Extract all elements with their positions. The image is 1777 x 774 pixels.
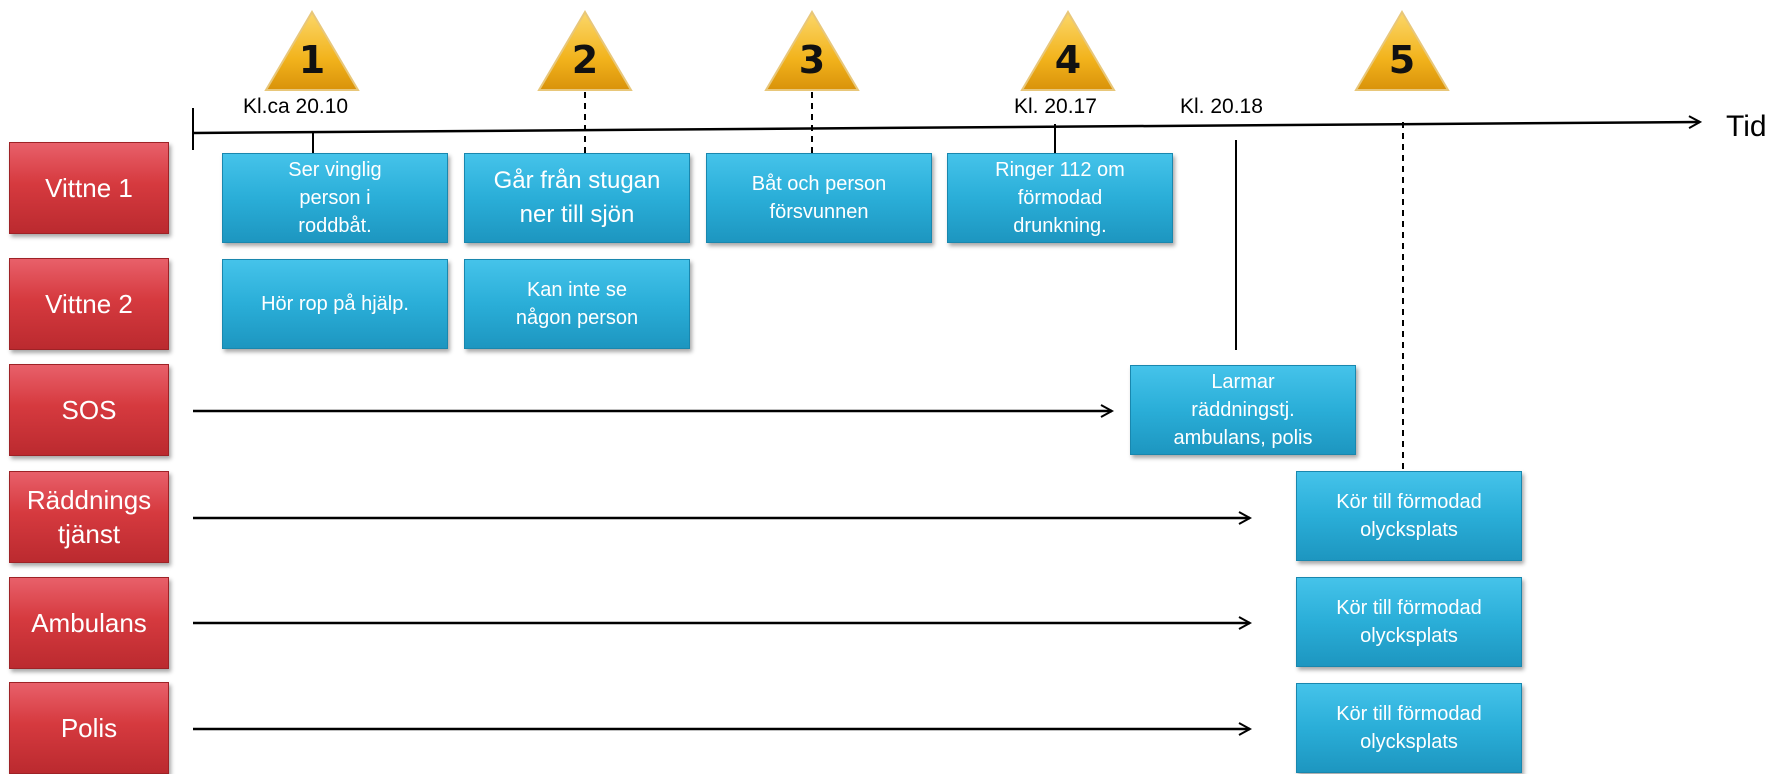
event-raddning-kor: Kör till förmodad olycksplats [1296,471,1522,561]
time-label-call: Kl. 20.17 [1014,95,1097,118]
warning-triangle-icon [537,10,633,91]
warning-triangle-icon [264,10,360,91]
event-sos-larmar: Larmar räddningstj. ambulans, polis [1130,365,1356,455]
warning-triangle-icon [1020,10,1116,91]
event-vittne1-bat-forsvunnen: Båt och person försvunnen [706,153,932,243]
warning-triangle-icon [1354,10,1450,91]
lane-vittne-2: Vittne 2 [9,258,169,350]
event-vittne1-ringer-112: Ringer 112 om förmodad drunkning. [947,153,1173,243]
event-vittne1-ser-vinglig-person: Ser vinglig person i roddbåt. [222,153,448,243]
time-label-sos: Kl. 20.18 [1180,95,1263,118]
marker-5: 5 [1352,8,1452,94]
marker-4: 4 [1018,8,1118,94]
event-ambulans-kor: Kör till förmodad olycksplats [1296,577,1522,667]
time-label-start: Kl.ca 20.10 [243,95,349,118]
marker-2: 2 [535,8,635,94]
lane-ambulans: Ambulans [9,577,169,669]
lane-sos: SOS [9,364,169,456]
event-vittne2-kan-inte-se: Kan inte se någon person [464,259,690,349]
event-vittne2-hor-rop: Hör rop på hjälp. [222,259,448,349]
time-axis [192,122,1700,135]
marker-3: 3 [762,8,862,94]
axis-label: Tid [1726,110,1767,143]
lane-polis: Polis [9,682,169,774]
warning-triangle-icon [764,10,860,91]
event-polis-kor: Kör till förmodad olycksplats [1296,683,1522,773]
event-vittne1-gar-fran-stugan: Går från stugan ner till sjön [464,153,690,243]
lane-vittne-1: Vittne 1 [9,142,169,234]
marker-1: 1 [262,8,362,94]
lane-raddningstjanst: Räddnings tjänst [9,471,169,563]
